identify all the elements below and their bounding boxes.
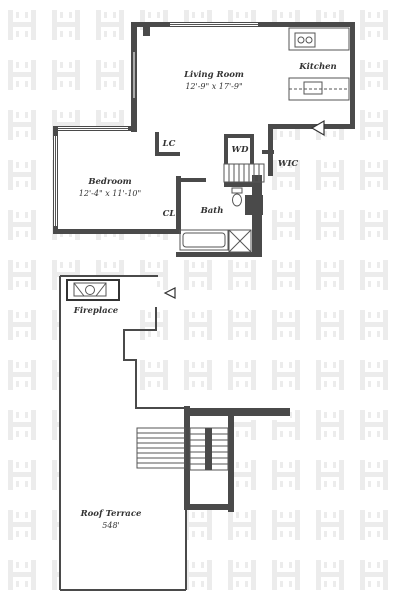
closet-lc-name: LC	[162, 139, 176, 149]
bath-name: Bath	[200, 206, 224, 216]
entry-arrow-icon	[310, 119, 325, 137]
living-room-dims: 12'-9" x 17'-9"	[185, 82, 242, 91]
fireplace-name: Fireplace	[73, 306, 119, 316]
roof-terrace	[59, 275, 290, 591]
walk-in-closet-name: WIC	[278, 159, 299, 169]
kitchen-name: Kitchen	[298, 62, 337, 72]
living-room-name: Living Room	[183, 70, 244, 80]
fireplace-icon	[66, 279, 120, 301]
closet-cl-name: CL	[163, 209, 176, 219]
bedroom-name: Bedroom	[87, 177, 131, 187]
upper-unit	[53, 22, 355, 257]
bedroom-dims: 12'-4" x 11'-10"	[79, 189, 141, 198]
roof-terrace-name: Roof Terrace	[80, 509, 142, 519]
entry-arrow-icon	[163, 287, 176, 299]
stairs-icon	[136, 427, 229, 471]
roof-terrace-area: 548'	[102, 521, 119, 530]
washer-dryer-name: WD	[232, 145, 250, 155]
